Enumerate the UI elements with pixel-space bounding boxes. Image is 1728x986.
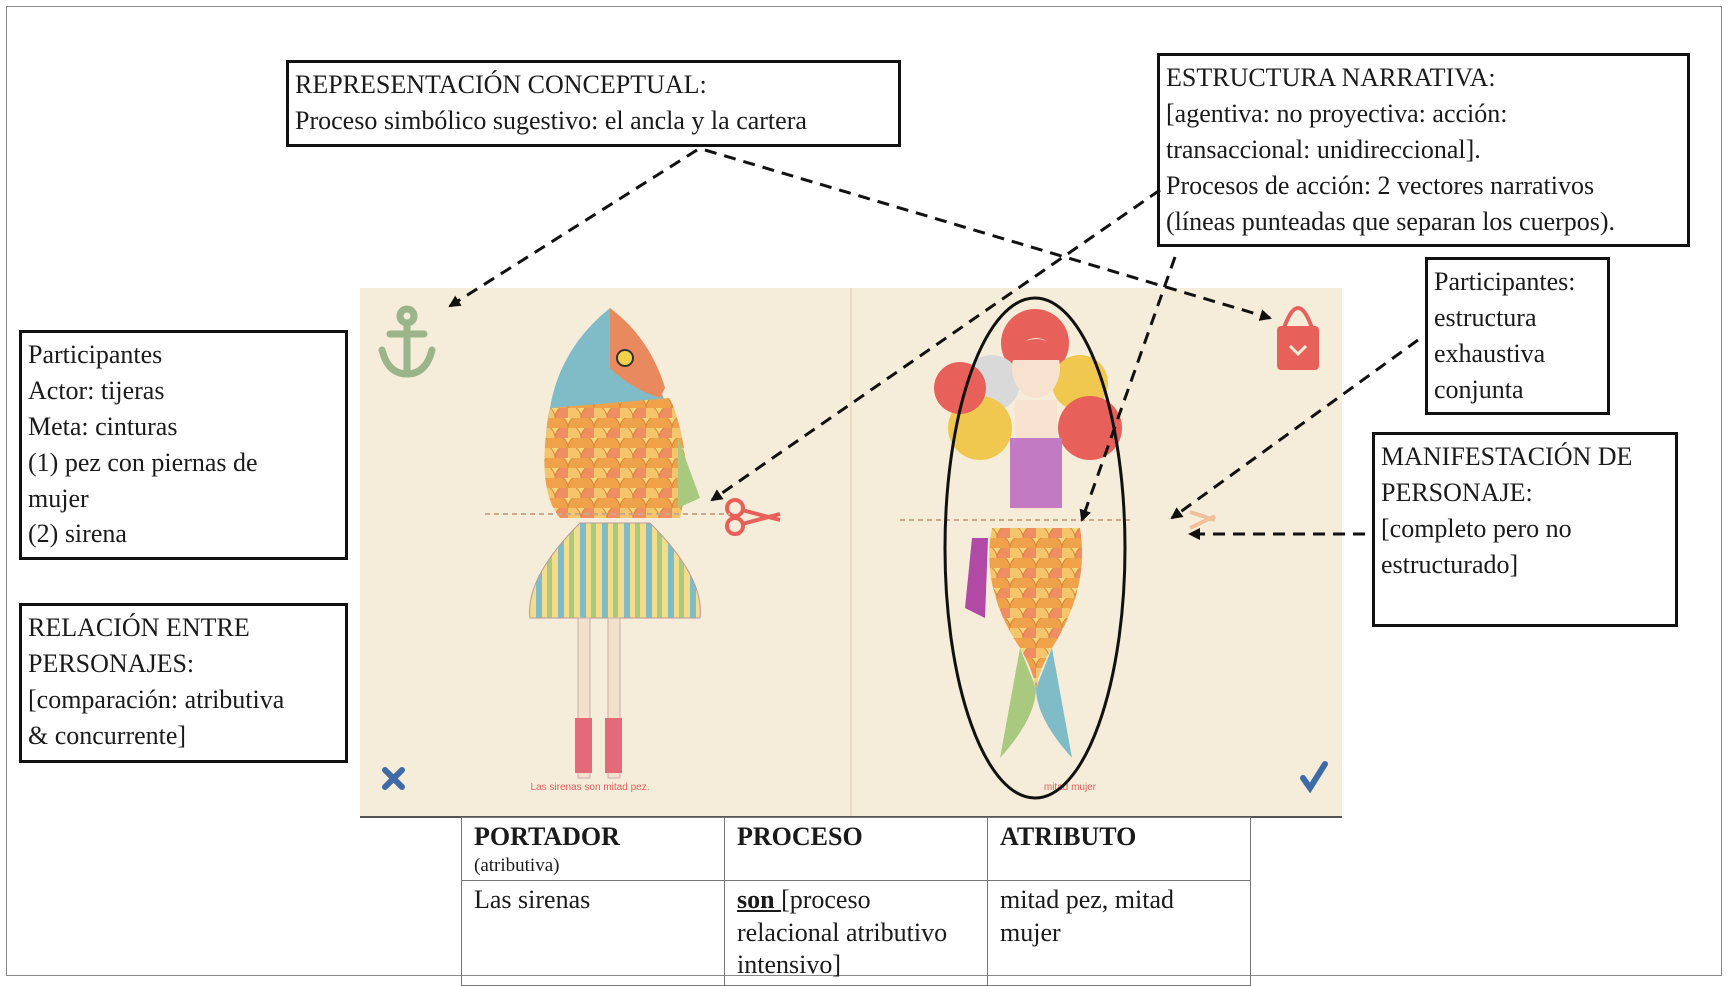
box-title: PERSONAJES: xyxy=(28,648,195,678)
box-text: (líneas punteadas que separan los cuerpo… xyxy=(1166,206,1616,236)
box-manifestacion-personaje: MANIFESTACIÓN DE PERSONAJE: [completo pe… xyxy=(1372,432,1678,627)
table-row: Las sirenas son [proceso relacional atri… xyxy=(461,880,1251,986)
box-participantes-right: Participantes: estructura exhaustiva con… xyxy=(1425,257,1610,415)
box-title: PERSONAJE: xyxy=(1381,477,1533,507)
fish-woman-figure xyxy=(529,308,701,779)
box-estructura-narrativa: ESTRUCTURA NARRATIVA: [agentiva: no proy… xyxy=(1157,53,1690,247)
cell-atributo: mitad pez, mitad mujer xyxy=(987,880,1251,986)
illustration-panel: Las sirenas son mitad pez. mitad mujer xyxy=(360,288,1342,818)
box-text: Procesos de acción: 2 vectores narrativo… xyxy=(1166,170,1595,200)
header-proceso: PROCESO xyxy=(724,816,988,882)
box-text: [agentiva: no proyectiva: acción: xyxy=(1166,98,1508,128)
box-title: REPRESENTACIÓN CONCEPTUAL: xyxy=(295,70,707,99)
box-text: (1) pez con piernas de xyxy=(28,447,258,477)
box-text: [comparación: atributiva xyxy=(28,684,285,714)
box-text: exhaustiva xyxy=(1434,338,1546,368)
box-relacion-personajes: RELACIÓN ENTRE PERSONAJES: [comparación:… xyxy=(19,603,348,763)
box-text: mujer xyxy=(28,483,89,513)
box-representacion-conceptual: REPRESENTACIÓN CONCEPTUAL: Proceso simbó… xyxy=(286,60,901,147)
anchor-icon xyxy=(378,305,436,378)
analysis-table: PORTADOR (atributiva) PROCESO ATRIBUTO L… xyxy=(461,816,1251,986)
box-text: Proceso simbólico sugestivo: el ancla y … xyxy=(295,105,807,135)
box-text: Actor: tijeras xyxy=(28,375,165,405)
box-text: Meta: cinturas xyxy=(28,411,178,441)
box-text: conjunta xyxy=(1434,374,1524,404)
process-description: [proceso relacional atributivo intensivo… xyxy=(737,885,948,980)
box-text: estructurado] xyxy=(1381,549,1519,579)
box-title: Participantes xyxy=(28,340,163,369)
cell-proceso: son [proceso relacional atributivo inten… xyxy=(724,880,988,986)
box-text: (2) sirena xyxy=(28,519,127,549)
box-text: transaccional: unidireccional]. xyxy=(1166,134,1481,164)
header-portador: PORTADOR (atributiva) xyxy=(461,816,725,882)
process-keyword: son xyxy=(737,885,782,915)
box-text: estructura xyxy=(1434,302,1537,332)
header-sublabel: (atributiva) xyxy=(474,854,560,876)
scissors-icon xyxy=(725,498,781,536)
table-header-row: PORTADOR (atributiva) PROCESO ATRIBUTO xyxy=(461,816,1251,882)
box-title: ESTRUCTURA NARRATIVA: xyxy=(1166,63,1496,92)
box-title: Participantes: xyxy=(1434,267,1576,296)
x-mark-icon xyxy=(382,767,405,790)
cell-portador: Las sirenas xyxy=(461,880,725,986)
box-participantes-left: Participantes Actor: tijeras Meta: cintu… xyxy=(19,330,348,560)
header-atributo: ATRIBUTO xyxy=(987,816,1251,882)
header-label: PORTADOR xyxy=(474,822,620,851)
box-text: [completo pero no xyxy=(1381,513,1572,543)
caption-right: mitad mujer xyxy=(1044,782,1097,793)
box-title: MANIFESTACIÓN DE xyxy=(1381,442,1633,471)
box-title: RELACIÓN ENTRE xyxy=(28,613,250,642)
caption-left: Las sirenas son mitad pez. xyxy=(531,782,650,793)
check-mark-icon xyxy=(1300,761,1328,794)
box-text: & concurrente] xyxy=(28,720,187,750)
